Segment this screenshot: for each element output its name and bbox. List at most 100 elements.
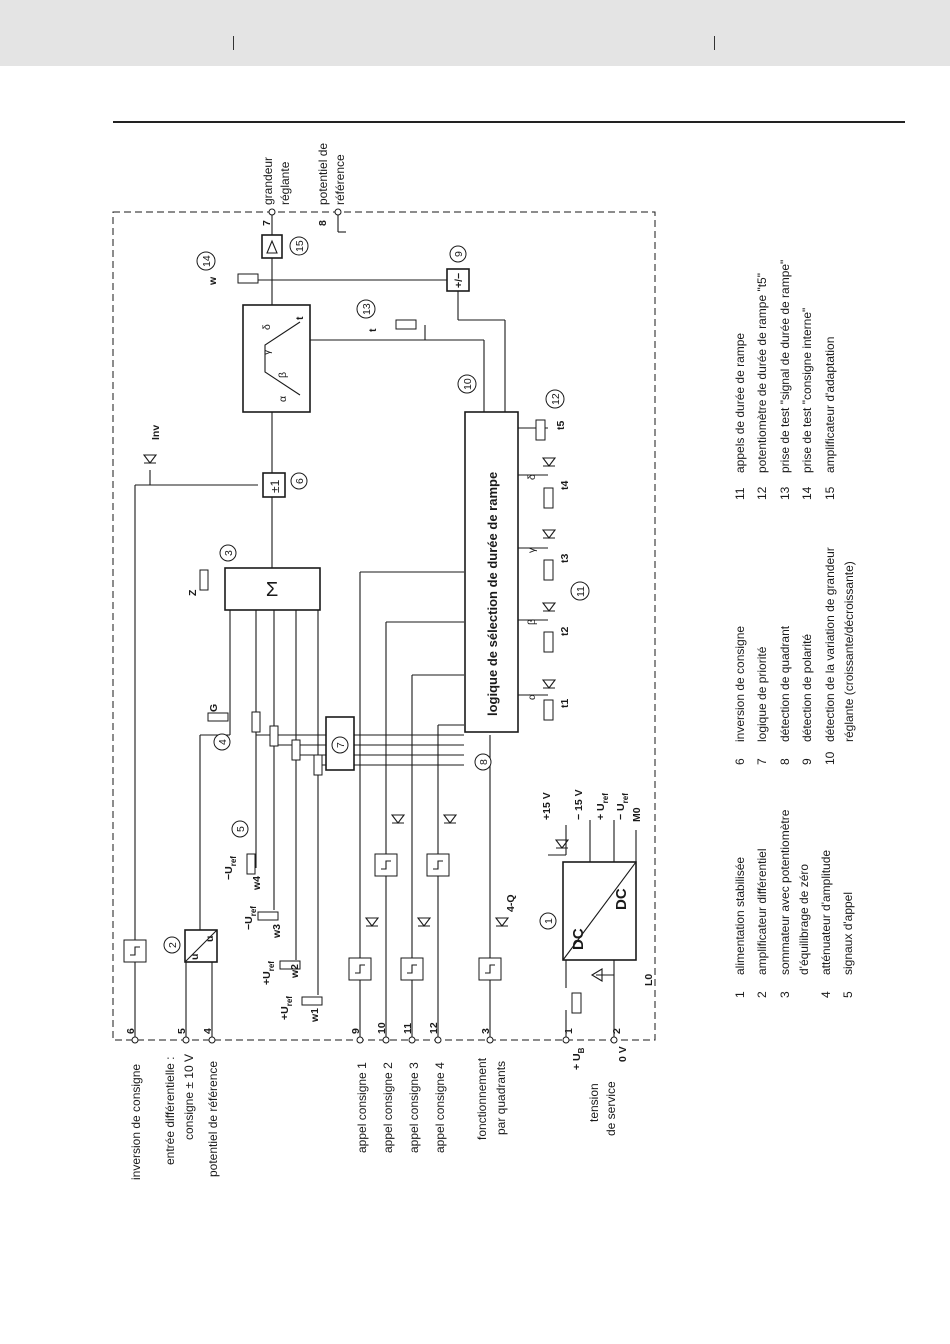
led-icon: [541, 679, 557, 689]
svg-text:13: 13: [778, 486, 792, 500]
svg-text:−Uref: −Uref: [243, 906, 258, 930]
svg-text:L0: L0: [643, 974, 655, 986]
svg-text:5: 5: [841, 991, 855, 998]
header-rule: [113, 121, 905, 123]
logic-block-label: logique de sélection de durée de rampe: [485, 472, 500, 716]
svg-text:détection de polarité: détection de polarité: [800, 634, 814, 742]
potentiometer-t5-icon: [535, 419, 546, 441]
label-grandeur: grandeur: [261, 157, 275, 205]
ramp-profile-curve: [264, 321, 301, 396]
svg-text:6: 6: [294, 478, 306, 484]
resistor-icon: [251, 711, 261, 733]
svg-text:t2: t2: [559, 627, 571, 636]
led-icon: [442, 814, 458, 824]
legend-col-1: 1 alimentation stabilisée 2 amplificateu…: [733, 809, 855, 998]
svg-text:10: 10: [462, 378, 474, 390]
svg-text:+ UB: + UB: [571, 1047, 586, 1070]
svg-text:9: 9: [350, 1028, 362, 1034]
svg-text:11: 11: [733, 487, 747, 500]
svg-text:inversion de consigne: inversion de consigne: [733, 626, 747, 742]
label-appel-1: appel consigne 1: [355, 1062, 369, 1153]
resistor-w-icon: [237, 273, 259, 284]
svg-text:d'équilibrage de zéro: d'équilibrage de zéro: [797, 864, 811, 975]
svg-text:3: 3: [778, 991, 792, 998]
svg-text:Z: Z: [187, 589, 199, 596]
polarity-label: +/−: [453, 273, 465, 288]
led-icon: [541, 602, 557, 612]
header-tick-mark: [233, 36, 234, 50]
led-icon: [494, 917, 510, 927]
potentiometer-wiring: [255, 610, 464, 995]
label-appel-4: appel consigne 4: [433, 1062, 447, 1153]
legend-col-2: 6 inversion de consigne 7 logique de pri…: [733, 547, 856, 765]
svg-text:1: 1: [733, 991, 747, 998]
svg-text:t1: t1: [559, 699, 571, 708]
led-icon: [541, 529, 557, 539]
svg-text:4-Q: 4-Q: [505, 894, 517, 912]
svg-text:sommateur avec potentiomètre: sommateur avec potentiomètre: [778, 809, 792, 975]
svg-text:3: 3: [480, 1028, 492, 1034]
label-de-service: de service: [604, 1081, 618, 1136]
label-pot-ref-in: potentiel de référence: [206, 1061, 220, 1177]
schmitt-triggers: [123, 853, 502, 981]
pm1-label: ±1: [268, 479, 282, 493]
svg-text:14: 14: [800, 486, 814, 500]
svg-text:5: 5: [176, 1028, 188, 1034]
fuse-icon: [571, 992, 582, 1014]
dc-input-label: DC: [570, 928, 587, 950]
label-fonctionnement: fonctionnement: [475, 1057, 489, 1140]
svg-text:3: 3: [223, 550, 235, 556]
svg-text:4: 4: [819, 991, 833, 998]
resistors: [199, 273, 582, 1014]
ramp-gamma: γ: [261, 349, 273, 355]
header-tick-mark: [714, 36, 715, 50]
resistor-icon: [291, 739, 301, 761]
ramp-alpha: α: [277, 396, 289, 402]
svg-text:− 15 V: − 15 V: [573, 789, 585, 820]
priority-logic-block: [325, 716, 355, 771]
svg-text:8: 8: [317, 220, 329, 226]
svg-text:M0: M0: [631, 807, 643, 822]
potentiometer-w2-icon: [279, 960, 301, 970]
svg-text:15: 15: [294, 240, 306, 252]
svg-text:appels de durée de rampe: appels de durée de rampe: [733, 333, 747, 473]
svg-text:t4: t4: [559, 481, 571, 490]
amplifier-triangle-icon: [266, 239, 278, 254]
ramp-wiring: [518, 427, 548, 696]
svg-text:α: α: [526, 694, 538, 700]
svg-text:12: 12: [550, 393, 562, 405]
potentiometer-t4-icon: [543, 487, 554, 509]
diode-icon: [590, 968, 603, 982]
component-labels: Z G Inv w t w1 w2 w3 w4 t1 t2 t3 t4 t5 α…: [150, 276, 655, 1023]
svg-text:t5: t5: [555, 421, 567, 430]
svg-text:β: β: [526, 619, 538, 625]
resistor-t-icon: [395, 319, 417, 330]
terminal-numbers: 6 5 4 9 10 11 12 3 1 2 7 8: [125, 220, 623, 1034]
label-appel-2: appel consigne 2: [381, 1062, 395, 1153]
svg-text:12: 12: [755, 486, 769, 500]
input-wiring: [134, 484, 615, 1040]
svg-text:t: t: [367, 328, 379, 332]
svg-text:11: 11: [575, 586, 587, 597]
svg-text:w3: w3: [271, 924, 283, 939]
label-tension: tension: [587, 1083, 601, 1122]
potentiometer-w4-icon: [246, 853, 256, 875]
label-zero-v: 0 V: [617, 1046, 629, 1062]
diff-amp-u-in: u: [189, 954, 201, 960]
label-inversion: inversion de consigne: [129, 1064, 143, 1180]
label-appel-3: appel consigne 3: [407, 1062, 421, 1153]
diff-amp-u-out: u: [204, 936, 216, 942]
svg-text:+Uref: +Uref: [279, 996, 294, 1020]
svg-text:G: G: [208, 704, 220, 712]
ramp-t-axis: t: [294, 316, 306, 320]
svg-text:+ Uref: + Uref: [595, 793, 610, 820]
svg-text:détection de la variation de g: détection de la variation de grandeur: [823, 547, 837, 742]
svg-text:7: 7: [755, 758, 769, 765]
led-icon: [416, 917, 432, 927]
svg-text:6: 6: [733, 758, 747, 765]
led-indicators: [142, 454, 603, 982]
svg-text:13: 13: [361, 303, 373, 315]
svg-text:11: 11: [402, 1023, 414, 1034]
potentiometer-z-icon: [199, 569, 209, 591]
